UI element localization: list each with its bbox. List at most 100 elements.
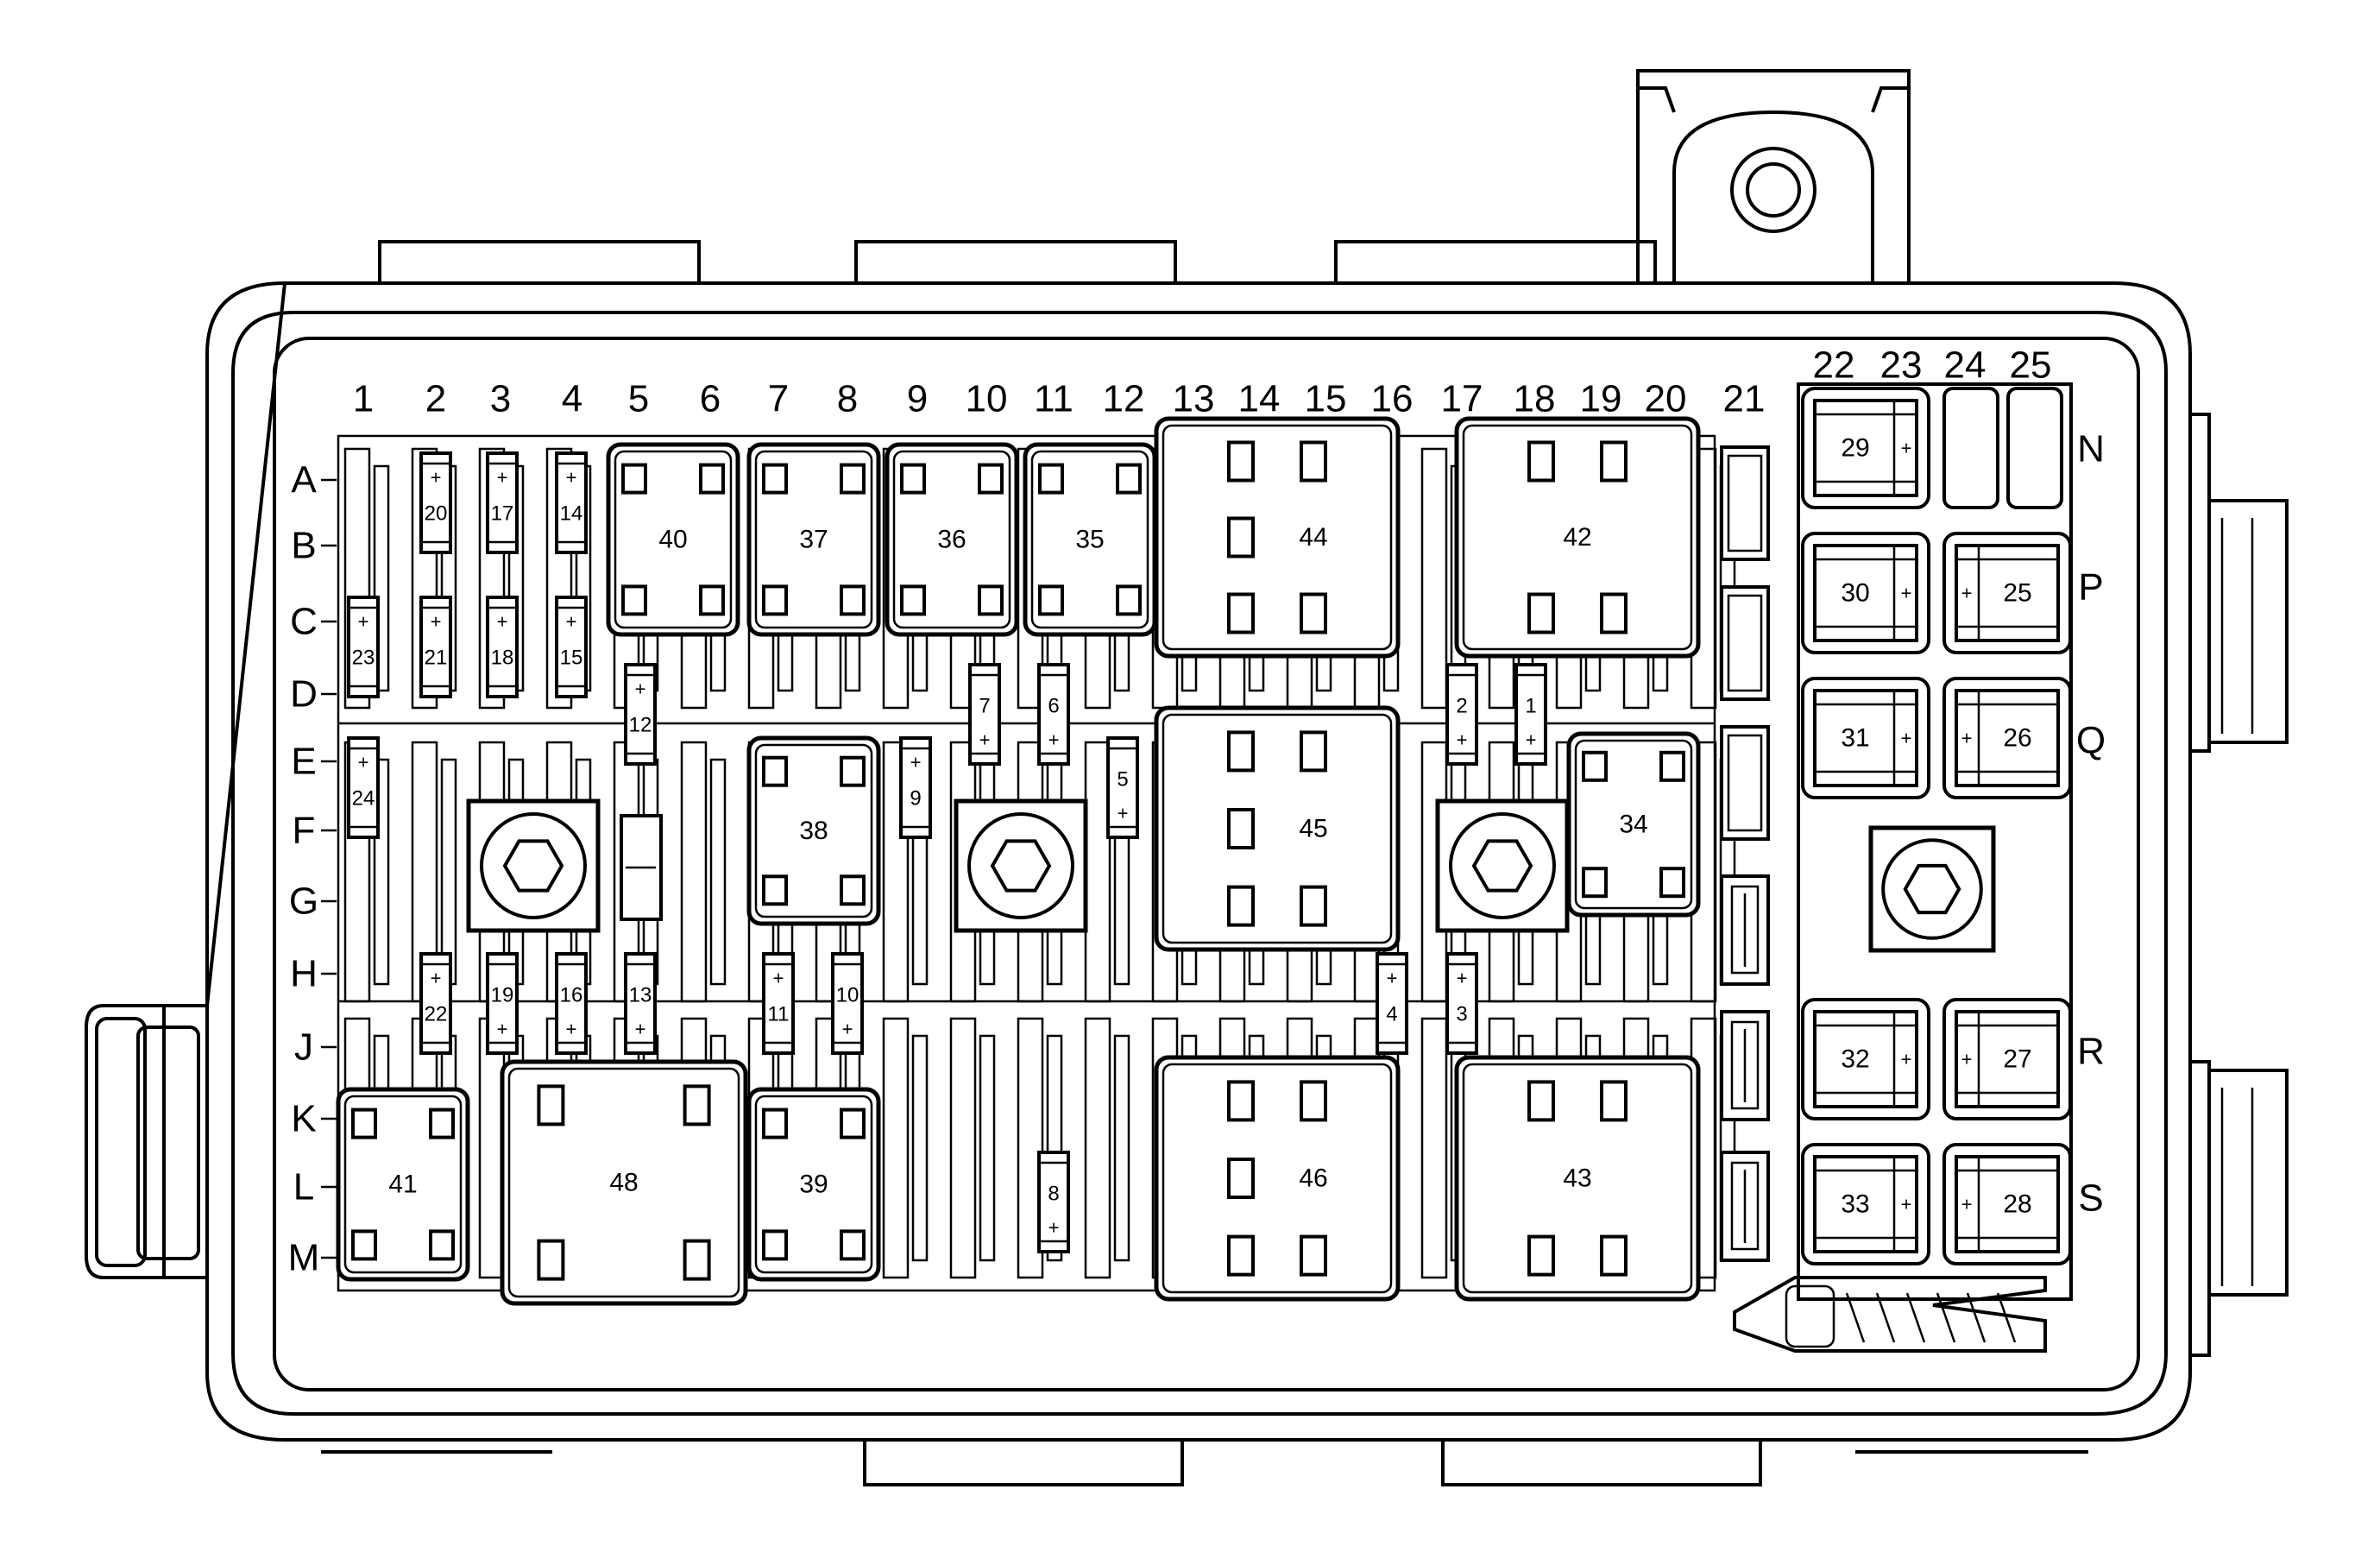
relay-34: 34 — [1566, 731, 1701, 918]
relay-40: 40 — [606, 442, 740, 637]
relay-pin — [1227, 516, 1255, 558]
column-label: 21 — [1723, 378, 1766, 420]
terminal-slot — [1420, 447, 1448, 710]
fuses: +20+17+14+23+21+18+15+12+7+6+2+1+24+9+5+… — [347, 451, 1547, 1253]
fuse-12: +12 — [624, 663, 657, 766]
fuse-body — [419, 451, 452, 554]
fuse-body — [1445, 663, 1478, 766]
fuse-23: +23 — [347, 596, 380, 698]
right-side-connector — [2209, 499, 2289, 744]
row-label: P — [2078, 566, 2103, 609]
bolt-side-panel — [1868, 825, 1996, 953]
bolt-washer — [1881, 838, 1983, 940]
side-fuse-31: +31 — [1801, 677, 1930, 799]
relay-label: 42 — [1563, 523, 1591, 552]
relay-pin — [1227, 885, 1255, 927]
fuse-plus-mark: + — [497, 467, 508, 489]
fuse-body — [1106, 736, 1139, 839]
fuse-24: +24 — [347, 736, 380, 839]
terminal-slot — [545, 447, 573, 710]
fuse-21: +21 — [419, 596, 452, 698]
fuse-label: 26 — [2003, 724, 2031, 753]
fuse-label: 16 — [560, 984, 583, 1007]
relay-label: 45 — [1299, 815, 1327, 843]
fuse-puller-rib — [1845, 1292, 1866, 1343]
fuse-label: 14 — [560, 502, 583, 526]
fuse-cartridge — [1955, 1155, 2060, 1253]
relay-label: 46 — [1299, 1164, 1327, 1193]
empty-fuse-slot — [2006, 387, 2063, 509]
bracket-clip — [1638, 86, 1676, 113]
relay-pin — [840, 874, 866, 906]
relay-pin — [621, 463, 647, 495]
fuse-label: 12 — [629, 714, 652, 737]
fuse-plus-mark: + — [635, 678, 646, 700]
row-label: Q — [2076, 720, 2106, 762]
relay-pin — [1659, 750, 1685, 782]
fuse-14: +14 — [555, 451, 588, 554]
fuse-cartridge — [1955, 544, 2060, 642]
right-side-clip — [2190, 1060, 2211, 1357]
fuse-plus-mark: + — [910, 752, 922, 773]
relay-body — [1454, 416, 1701, 659]
fuse-puller-grip — [1785, 1284, 1835, 1348]
relay-pin — [1527, 592, 1555, 634]
fuse-body — [1037, 1151, 1070, 1253]
terminal-slot — [1084, 1017, 1111, 1279]
side-fuse-29: +29 — [1801, 387, 1930, 509]
fuse-label: 5 — [1117, 768, 1128, 792]
terminal-slot — [1017, 1017, 1044, 1279]
fuse-label: 20 — [425, 502, 448, 526]
relay-pin — [762, 463, 788, 495]
left-connector-inner — [136, 1025, 200, 1260]
relay-inner-edge — [1462, 1063, 1693, 1294]
misc-parts — [620, 445, 2047, 1353]
fuse-body — [486, 451, 519, 554]
fuse-13: +13 — [624, 952, 657, 1055]
housing-top-tab — [854, 240, 1177, 285]
mounting-hole — [1730, 147, 1816, 233]
fuse-body — [762, 952, 795, 1055]
relay-pin — [1116, 584, 1142, 616]
fuse-label: 7 — [979, 695, 990, 718]
mounting-bracket — [1636, 69, 1911, 283]
relay-pin — [683, 1239, 711, 1281]
fuse-puller-rib — [1905, 1292, 1926, 1343]
column-label: 6 — [700, 378, 721, 420]
column-label: 23 — [1880, 344, 1923, 387]
relay-37: 37 — [746, 442, 881, 637]
relay-body — [1154, 1055, 1401, 1302]
fuse-plus-mark: + — [431, 968, 442, 989]
bolt-base — [1868, 825, 1996, 953]
column-label: 3 — [490, 378, 511, 420]
fuse-label: 15 — [560, 647, 583, 670]
fuse-plus-mark: + — [773, 968, 784, 989]
fuse-body — [486, 952, 519, 1055]
terminal-slot-inner — [709, 758, 727, 986]
relay-inner-edge — [507, 1067, 740, 1298]
fuse-label: 31 — [1841, 724, 1869, 753]
bolt-left — [466, 798, 601, 933]
relay-pin — [1038, 584, 1064, 616]
terminal-slot — [882, 1017, 910, 1279]
relay-41: 41 — [336, 1087, 470, 1282]
side-fuse-25: +25 — [1942, 532, 2072, 654]
relay-43: 43 — [1454, 1055, 1701, 1302]
column-label: 8 — [837, 378, 858, 420]
fuse-cartridge — [1813, 1010, 1918, 1108]
fuse-label: 10 — [836, 984, 859, 1007]
fuse-plus-mark: + — [1048, 1217, 1060, 1239]
column-label: 1 — [353, 378, 374, 420]
fuse-label: 18 — [491, 647, 514, 670]
row-label: K — [291, 1098, 316, 1140]
side-fuse-27: +27 — [1942, 998, 2072, 1120]
relay-pin — [840, 1107, 866, 1139]
fuse-label: 4 — [1386, 1003, 1397, 1026]
fuse-label: 9 — [910, 787, 921, 811]
relay-pin — [1227, 1158, 1255, 1199]
relay-pin — [537, 1239, 565, 1281]
fuse-cartridge — [1813, 399, 1918, 497]
mounting-bracket-inner — [1672, 110, 1874, 283]
fuse-body — [1037, 663, 1070, 766]
fuse-16: +16 — [555, 952, 588, 1055]
